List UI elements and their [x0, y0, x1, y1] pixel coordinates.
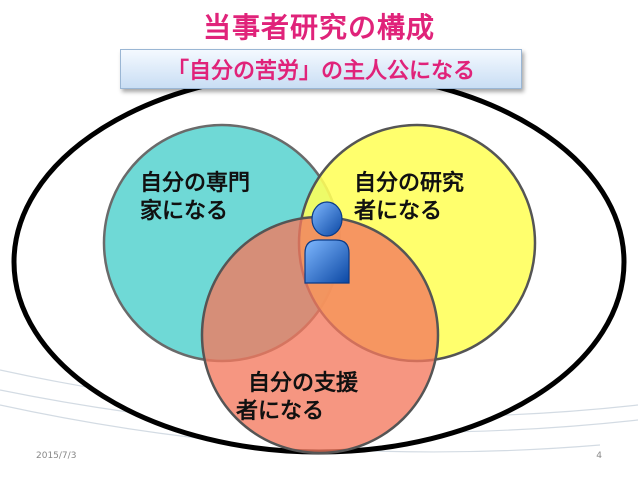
label-researcher-line2: 者になる: [354, 199, 443, 224]
footer-page-number: 4: [596, 451, 602, 461]
diagram-title: 当事者研究の構成: [202, 11, 435, 44]
label-expert: 自分の専門 家になる: [140, 170, 250, 226]
label-researcher: 自分の研究 者になる: [354, 170, 464, 226]
subtitle-banner: 「自分の苦労」の主人公になる: [120, 49, 522, 89]
person-icon: [304, 201, 350, 284]
label-expert-line2: 家になる: [140, 199, 229, 224]
label-supporter-line2: 者になる: [236, 399, 325, 424]
label-supporter-line1: 自分の支援: [248, 371, 359, 396]
subtitle-text: 「自分の苦労」の主人公になる: [166, 59, 475, 84]
footer-date: 2015/7/3: [36, 451, 77, 461]
label-supporter: 自分の支援 者になる: [236, 370, 358, 426]
label-researcher-line1: 自分の研究: [354, 171, 465, 196]
label-expert-line1: 自分の専門: [140, 171, 251, 196]
